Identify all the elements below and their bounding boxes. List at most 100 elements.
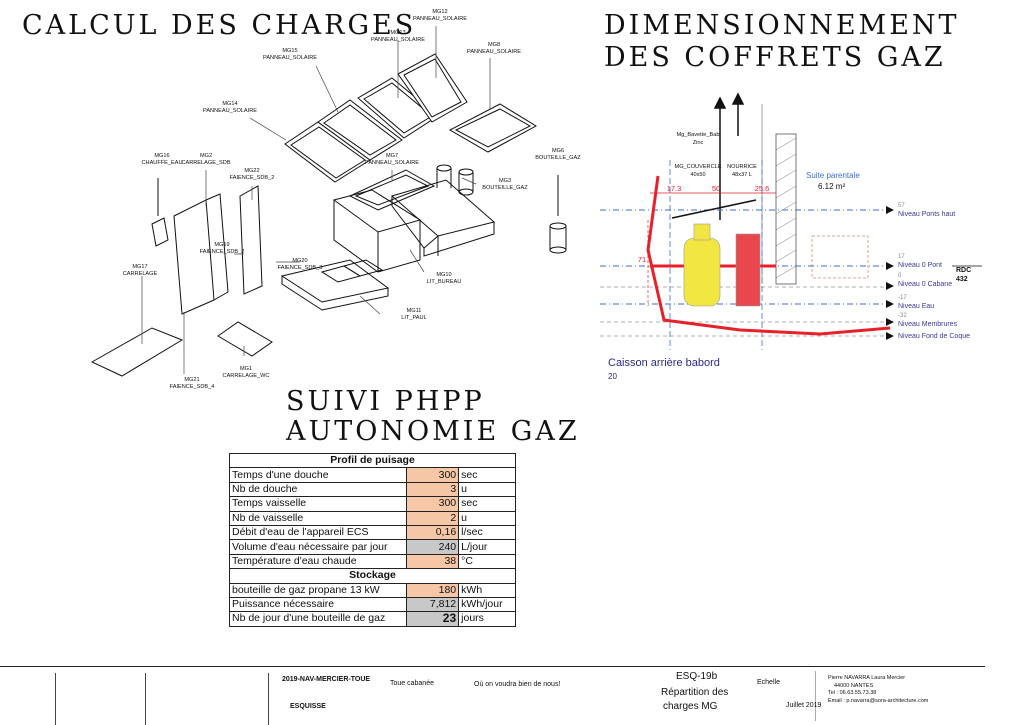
level-ponts-haut: 57 Niveau Ponts haut	[886, 203, 955, 218]
row-unit: sec	[458, 496, 516, 512]
water-heater-mg16	[151, 178, 169, 247]
row-unit: °C	[458, 553, 516, 570]
floor-carrelage-wc-mg1	[217, 321, 273, 357]
row-value: 2	[405, 510, 460, 526]
floor-carrelage-mg17	[90, 327, 184, 377]
gas-bottles-mg3	[436, 164, 474, 196]
svg-text:-17: -17	[898, 295, 907, 301]
table-section-header: Stockage	[229, 568, 516, 584]
svg-text:17: 17	[898, 254, 905, 260]
svg-text:Niveau Ponts haut: Niveau Ponts haut	[898, 211, 955, 218]
title-block: 2019-NAV-MERCIER-TOUE ESQUISSE Toue caba…	[0, 666, 985, 725]
tb-code: ESQ-19b	[676, 671, 718, 682]
svg-text:RDC: RDC	[956, 267, 971, 274]
row-unit: l/sec	[458, 524, 516, 541]
row-label: Temps d'une douche	[229, 467, 407, 483]
row-unit: u	[458, 510, 516, 526]
svg-text:Niveau 0 Pont: Niveau 0 Pont	[898, 262, 942, 269]
tb-desc1: Répartition des	[661, 687, 729, 698]
svg-text:0: 0	[898, 273, 902, 279]
row-unit: sec	[458, 467, 516, 483]
row-label: Volume d'eau nécessaire par jour	[229, 539, 407, 555]
row-label: Puissance nécessaire	[229, 596, 407, 613]
svg-text:57: 57	[898, 203, 905, 209]
tb-slogan: Où on voudra bien de nous!	[474, 681, 561, 688]
level-0-cabane: 0 Niveau 0 Cabane	[886, 273, 952, 290]
svg-text:432: 432	[956, 276, 968, 283]
title-autonomie-gaz: AUTONOMIE GAZ	[286, 416, 580, 447]
cabin-box-left	[332, 189, 422, 273]
row-value: 23	[405, 611, 460, 627]
label-caisson: Caisson arrière babord	[608, 357, 720, 369]
cover-line	[671, 199, 757, 219]
dim-17-3: 17.3	[667, 184, 682, 193]
table-section-header: Profil de puisage	[229, 452, 516, 469]
solar-panel-mg7	[348, 169, 436, 211]
row-value: 300	[405, 496, 460, 512]
row-value: 240	[405, 539, 460, 555]
hatched-zone	[811, 235, 869, 279]
wall-hatched	[761, 104, 797, 285]
row-unit: kWh	[458, 582, 516, 598]
svg-text:-32: -32	[898, 313, 907, 319]
table-header-profil: Profil de puisage	[229, 452, 516, 469]
row-label: Temps vaisselle	[229, 496, 407, 512]
label-suite-parentale: Suite parentale	[806, 171, 860, 180]
svg-text:Niveau Fond de Coque: Niveau Fond de Coque	[898, 333, 970, 340]
row-unit: kWh/jour	[458, 596, 516, 613]
title-calcul-charges: CALCUL DES CHARGES	[22, 10, 417, 41]
row-unit: jours	[458, 611, 516, 627]
table-header-stockage: Stockage	[229, 568, 516, 584]
solar-panel-mg12	[397, 53, 468, 123]
section-arrows	[713, 92, 745, 220]
row-unit: u	[458, 481, 516, 498]
row-value: 3	[405, 481, 460, 498]
tb-date: Juillet 2019	[786, 702, 822, 709]
row-unit: L/jour	[458, 539, 516, 555]
nourrice-box	[735, 233, 761, 307]
row-label: Débit d'eau de l'appareil ECS	[229, 524, 407, 541]
tb-desc2: charges MG	[663, 701, 718, 712]
gas-bottle-yellow	[683, 223, 721, 307]
row-label: Nb de jour d'une bouteille de gaz	[229, 611, 407, 627]
tb-contact: Pierre NAVARRA Laura Mercier 44000 NANTE…	[828, 675, 929, 704]
level-eau: -17 Niveau Eau	[886, 295, 934, 310]
solar-panel-mg14	[317, 99, 403, 161]
label-caisson-num: 20	[608, 372, 617, 381]
svg-text:Niveau Eau: Niveau Eau	[898, 303, 934, 310]
svg-text:Niveau Membrures: Niveau Membrures	[898, 321, 958, 328]
row-value: 38	[405, 553, 460, 570]
dim-71: 71	[638, 255, 646, 264]
title-suivi-phpp: SUIVI PHPP	[286, 386, 485, 417]
tb-client: Toue cabanée	[390, 680, 434, 687]
title-dimensionnement: DIMENSIONNEMENT	[604, 10, 960, 41]
tb-echelle: Echelle	[757, 679, 780, 686]
row-value: 0,16	[405, 524, 460, 541]
